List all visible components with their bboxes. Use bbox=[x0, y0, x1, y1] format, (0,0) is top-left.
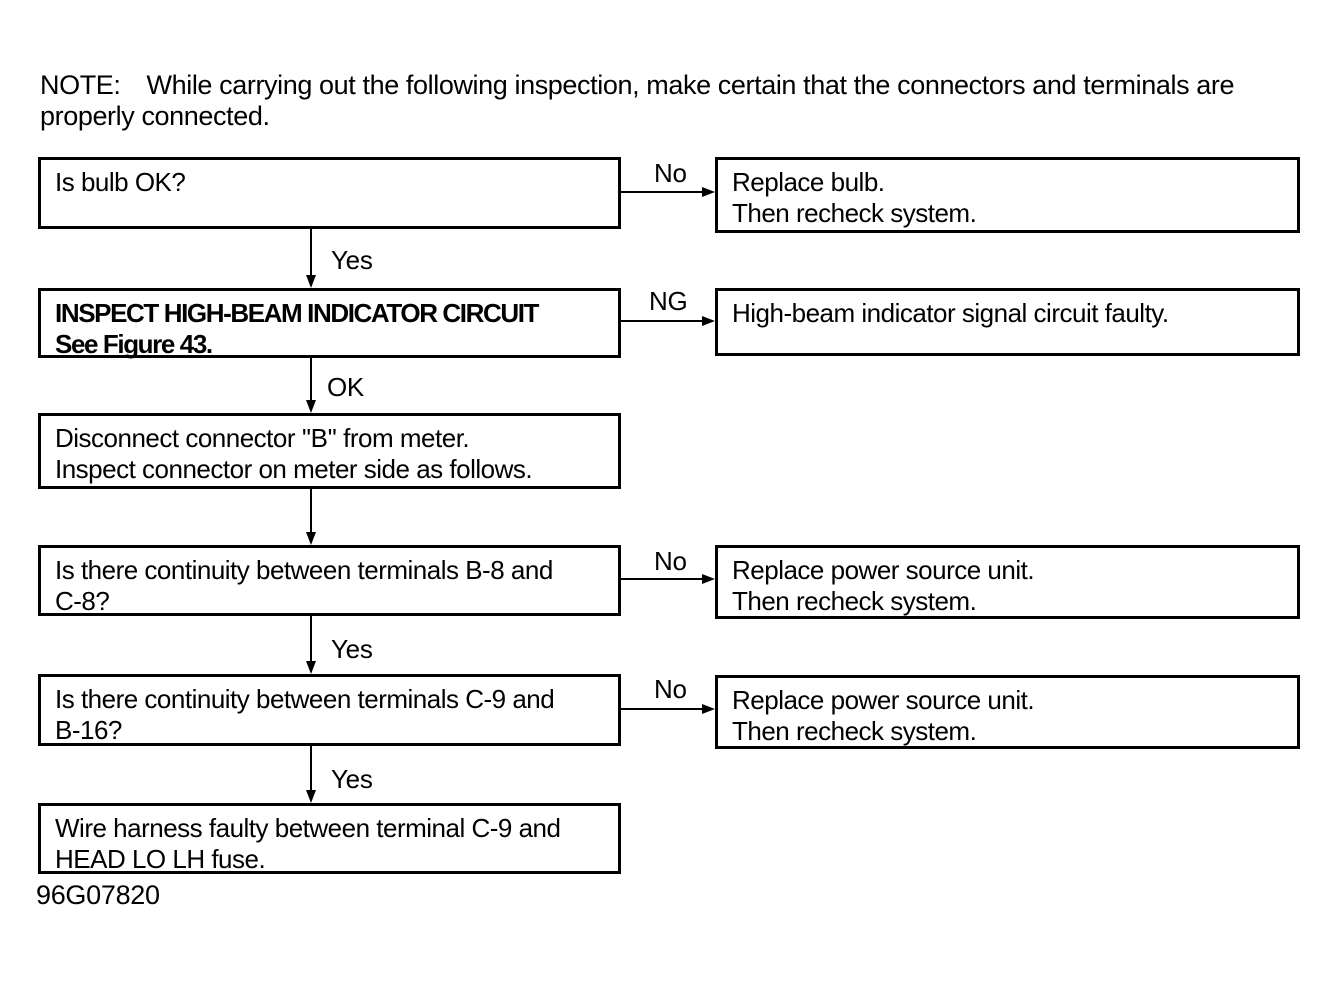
arrow-down-icon bbox=[306, 790, 316, 803]
note: NOTE:While carrying out the following in… bbox=[40, 70, 1312, 132]
box-text-line: Then recheck system. bbox=[732, 716, 977, 746]
note-label: NOTE: bbox=[40, 70, 121, 100]
flow-box-replace-bulb: Replace bulb. Then recheck system. bbox=[715, 157, 1300, 233]
flow-box-replace-power-source-unit-2: Replace power source unit. Then recheck … bbox=[715, 675, 1300, 749]
flow-box-inspect-high-beam-indicator-circuit: INSPECT HIGH-BEAM INDICATOR CIRCUIT See … bbox=[38, 288, 621, 359]
box-text-line: HEAD LO LH fuse. bbox=[55, 844, 266, 874]
box-text-line: Disconnect connector ''B'' from meter. bbox=[55, 423, 470, 453]
connector-line bbox=[619, 708, 702, 710]
box-text-line: See Figure 43. bbox=[55, 329, 213, 359]
flow-box-is-bulb-ok: Is bulb OK? bbox=[38, 157, 621, 229]
box-text-line: INSPECT HIGH-BEAM INDICATOR CIRCUIT bbox=[55, 298, 539, 328]
box-text-line: Is there continuity between terminals B-… bbox=[55, 555, 553, 585]
box-text-line: Replace bulb. bbox=[732, 167, 885, 197]
flow-box-continuity-b8-c8: Is there continuity between terminals B-… bbox=[38, 545, 621, 616]
label-ok: OK bbox=[327, 372, 364, 402]
flow-box-disconnect-connector-b: Disconnect connector ''B'' from meter. I… bbox=[38, 413, 621, 489]
arrow-down-icon bbox=[306, 275, 316, 288]
connector-line bbox=[310, 744, 312, 790]
label-no: No bbox=[654, 546, 687, 576]
box-text-line: Then recheck system. bbox=[732, 586, 977, 616]
arrow-down-icon bbox=[306, 400, 316, 413]
figure-code: 96G07820 bbox=[36, 880, 160, 910]
connector-line bbox=[619, 191, 702, 193]
arrow-down-icon bbox=[306, 661, 316, 674]
box-text-line: Replace power source unit. bbox=[732, 555, 1035, 585]
label-yes: Yes bbox=[331, 634, 373, 664]
box-text-line: Inspect connector on meter side as follo… bbox=[55, 454, 533, 484]
box-text-line: B-16? bbox=[55, 715, 122, 745]
box-text-line: Wire harness faulty between terminal C-9… bbox=[55, 813, 561, 843]
flow-box-wire-harness-faulty: Wire harness faulty between terminal C-9… bbox=[38, 803, 621, 874]
arrow-down-icon bbox=[306, 532, 316, 545]
arrow-right-icon bbox=[702, 316, 715, 326]
connector-line bbox=[619, 320, 702, 322]
arrow-right-icon bbox=[702, 574, 715, 584]
connector-line bbox=[619, 578, 702, 580]
box-text-line: C-8? bbox=[55, 586, 110, 616]
note-body: While carrying out the following inspect… bbox=[40, 70, 1235, 131]
connector-line bbox=[310, 356, 312, 400]
label-yes: Yes bbox=[331, 764, 373, 794]
label-yes: Yes bbox=[331, 245, 373, 275]
arrow-right-icon bbox=[702, 704, 715, 714]
box-text-line: Is there continuity between terminals C-… bbox=[55, 684, 555, 714]
box-text-line: High-beam indicator signal circuit fault… bbox=[732, 298, 1169, 328]
box-text-line: Replace power source unit. bbox=[732, 685, 1035, 715]
label-ng: NG bbox=[649, 286, 688, 316]
connector-line bbox=[310, 487, 312, 532]
arrow-right-icon bbox=[702, 187, 715, 197]
flow-box-replace-power-source-unit-1: Replace power source unit. Then recheck … bbox=[715, 545, 1300, 619]
label-no: No bbox=[654, 674, 687, 704]
connector-line bbox=[310, 614, 312, 661]
flow-box-high-beam-signal-circuit-faulty: High-beam indicator signal circuit fault… bbox=[715, 288, 1300, 356]
flow-box-continuity-c9-b16: Is there continuity between terminals C-… bbox=[38, 674, 621, 746]
label-no: No bbox=[654, 158, 687, 188]
box-text-line: Then recheck system. bbox=[732, 198, 977, 228]
box-text-line: Is bulb OK? bbox=[55, 167, 186, 197]
connector-line bbox=[310, 227, 312, 275]
